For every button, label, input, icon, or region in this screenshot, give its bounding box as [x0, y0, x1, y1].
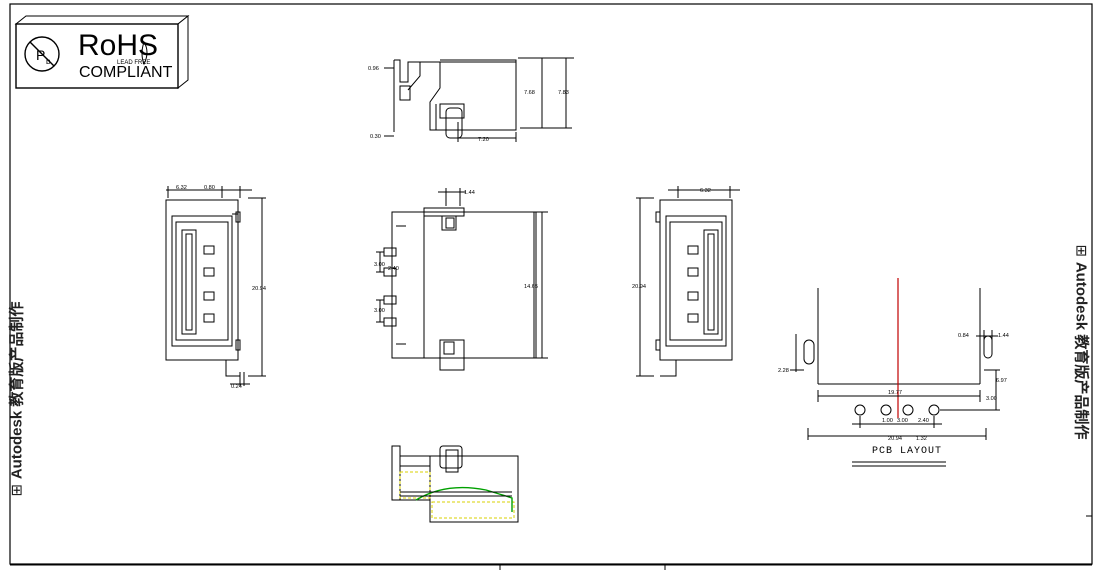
section-view [391, 445, 519, 523]
dim-label: 0.84 [958, 333, 969, 339]
watermark-right-glyph: ⊞ [1072, 244, 1091, 262]
center-side-view [376, 188, 548, 371]
pcb-layout-label: PCB LAYOUT [872, 446, 943, 457]
dim-label: 6.97 [996, 378, 1007, 384]
sheet-border [9, 3, 1093, 565]
dim-label: 1.32 [916, 436, 927, 442]
watermark-right: ⊞ Autodesk 教育版产品制作 [1072, 245, 1093, 485]
svg-text:P: P [36, 47, 45, 63]
dim-label: 20.94 [632, 284, 646, 290]
dim-label: 1.00 [882, 418, 893, 424]
rohs-logo: P b [14, 14, 190, 90]
dim-label: 1.44 [464, 190, 475, 196]
rohs-title: RoHS [78, 29, 159, 62]
dimension-labels: 0.96 7.68 7.83 0.30 7.20 6.32 0.80 20.94… [176, 66, 1009, 442]
dim-label: 7.68 [524, 90, 535, 96]
top-view [384, 57, 574, 142]
pcb-layout [790, 278, 1000, 467]
dim-label: 7.20 [478, 137, 489, 143]
dim-label: 3.00 [374, 308, 385, 314]
dim-label: 2.28 [778, 368, 789, 374]
dim-label: 3.00 [374, 262, 385, 268]
dim-label: 0.30 [370, 134, 381, 140]
watermark-right-text: Autodesk 教育版产品制作 [1072, 261, 1090, 440]
watermark-left-text: Autodesk 教育版产品制作 [8, 301, 26, 480]
compliant-label: COMPLIANT [79, 64, 173, 81]
dim-label: 7.83 [558, 90, 569, 96]
dim-label: 6.32 [700, 188, 711, 194]
lead-free-label: LEAD FREE [117, 60, 151, 66]
svg-text:b: b [46, 57, 51, 66]
left-front-view [165, 186, 266, 386]
dim-label: 14.65 [524, 284, 538, 290]
dim-label: 2.40 [388, 266, 399, 272]
dim-label: 20.94 [888, 436, 902, 442]
right-front-view [636, 186, 740, 377]
dim-label: 1.44 [998, 333, 1009, 339]
dim-label: 19.77 [888, 390, 902, 396]
dim-label: 6.32 [176, 185, 187, 191]
dim-label: 0.80 [204, 185, 215, 191]
leaf-icon [141, 40, 148, 66]
pb-free-icon [24, 36, 60, 72]
dim-label: 2.40 [918, 418, 929, 424]
dim-label: 20.94 [252, 286, 266, 292]
watermark-left-glyph: ⊞ [7, 479, 26, 497]
dim-label: 3.00 [897, 418, 908, 424]
dim-label: 0.24 [231, 384, 242, 390]
watermark-left: ⊞ Autodesk 教育版产品制作 [6, 257, 27, 497]
dim-label: 3.00 [986, 396, 997, 402]
dim-label: 0.96 [368, 66, 379, 72]
